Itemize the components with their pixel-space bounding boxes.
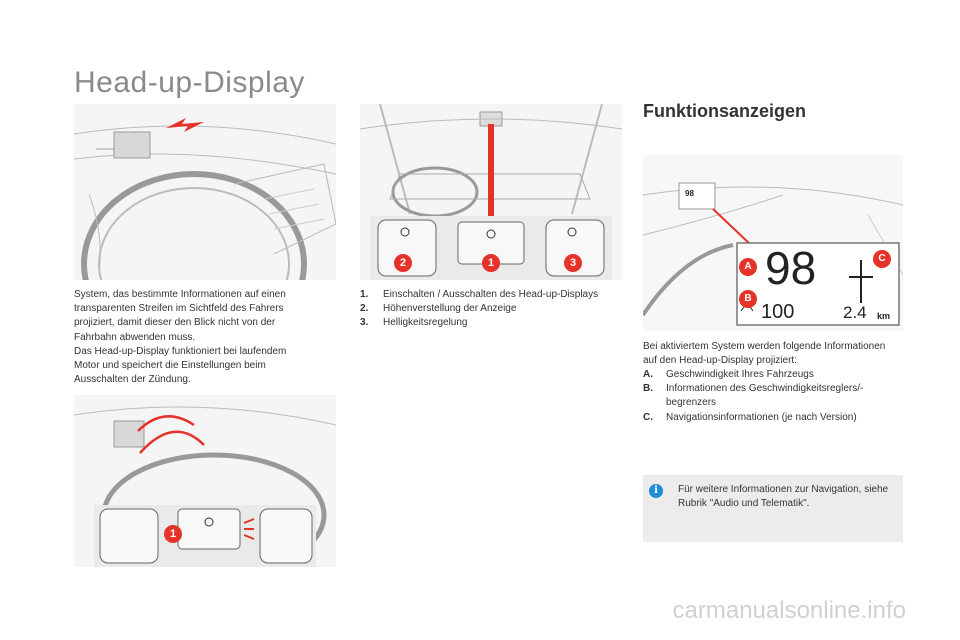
hud-speed: 98 bbox=[765, 242, 817, 294]
display-intro: Bei aktiviertem System werden folgende I… bbox=[643, 341, 886, 367]
callout-badge-2: 2 bbox=[394, 254, 412, 272]
info-note-text: Für weitere Informationen zur Navigation… bbox=[678, 484, 889, 510]
control-list: 1.Einschalten / Ausschalten des Head-up-… bbox=[360, 288, 622, 331]
list-item: C.Navigationsinformationen (je nach Vers… bbox=[643, 411, 857, 423]
section-title: Funktionsanzeigen bbox=[643, 101, 807, 121]
hud-distance-unit: km bbox=[877, 311, 891, 321]
callout-badge-c: C bbox=[873, 250, 891, 268]
list-item: 3.Helligkeitsregelung bbox=[360, 317, 468, 329]
callout-badge-3: 3 bbox=[564, 254, 582, 272]
mini-speed: 98 bbox=[685, 189, 694, 198]
hud-cruise-value: 100 bbox=[761, 301, 795, 323]
intro-description: System, das bestimmte Informationen auf … bbox=[74, 289, 287, 386]
hud-adjust-image: 1 bbox=[74, 395, 336, 567]
callout-badge-b: B bbox=[739, 290, 757, 308]
hud-controls-image: 2 1 3 bbox=[360, 104, 622, 280]
info-note: i Für weitere Informationen zur Navigati… bbox=[643, 475, 903, 542]
hud-dashboard-image bbox=[74, 104, 336, 280]
watermark: carmanualsonline.info bbox=[672, 597, 906, 624]
info-icon: i bbox=[649, 484, 663, 498]
callout-badge-1-bottom: 1 bbox=[164, 525, 182, 543]
list-item: A.Geschwindigkeit Ihres Fahrzeugs bbox=[643, 369, 814, 380]
hud-display-image: 98 98 100 2.4 km A B C bbox=[643, 155, 903, 331]
display-item-list: A.Geschwindigkeit Ihres Fahrzeugs B.Info… bbox=[643, 368, 893, 425]
list-item: B.Informationen des Geschwindigkeitsregl… bbox=[643, 383, 864, 409]
hud-distance: 2.4 bbox=[843, 303, 867, 322]
page-title: Head-up-Display bbox=[74, 66, 305, 99]
callout-badge-a: A bbox=[739, 258, 757, 276]
list-item: 2.Höhenverstellung der Anzeige bbox=[360, 303, 517, 315]
list-item: 1.Einschalten / Ausschalten des Head-up-… bbox=[360, 289, 599, 300]
callout-badge-1: 1 bbox=[482, 254, 500, 272]
